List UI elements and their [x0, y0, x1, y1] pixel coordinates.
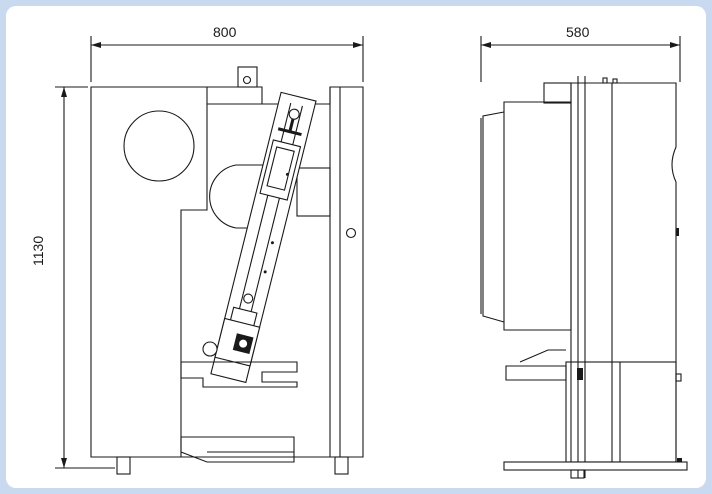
height-dimension: [55, 86, 115, 469]
front-width-label: 800: [213, 24, 237, 40]
door-handle: [345, 227, 357, 239]
drawing-frame: [6, 6, 706, 488]
side-view: [480, 36, 688, 479]
base-knob: [202, 341, 218, 357]
round-port: [123, 110, 195, 182]
tilted-arm: [210, 91, 317, 384]
side-depth-label: 580: [566, 24, 590, 40]
foot-left: [116, 456, 131, 475]
side-box: [296, 167, 331, 217]
bottom-tray: [180, 436, 295, 463]
foot-right: [334, 456, 349, 475]
depth-dimension: [480, 36, 681, 82]
housing-outline: [90, 86, 364, 458]
top-knob: [237, 66, 258, 88]
front-view: [55, 36, 364, 475]
side-door: [503, 101, 572, 331]
height-label: 1130: [30, 235, 46, 266]
shelf: [180, 361, 298, 388]
width-dimension: [90, 36, 364, 82]
